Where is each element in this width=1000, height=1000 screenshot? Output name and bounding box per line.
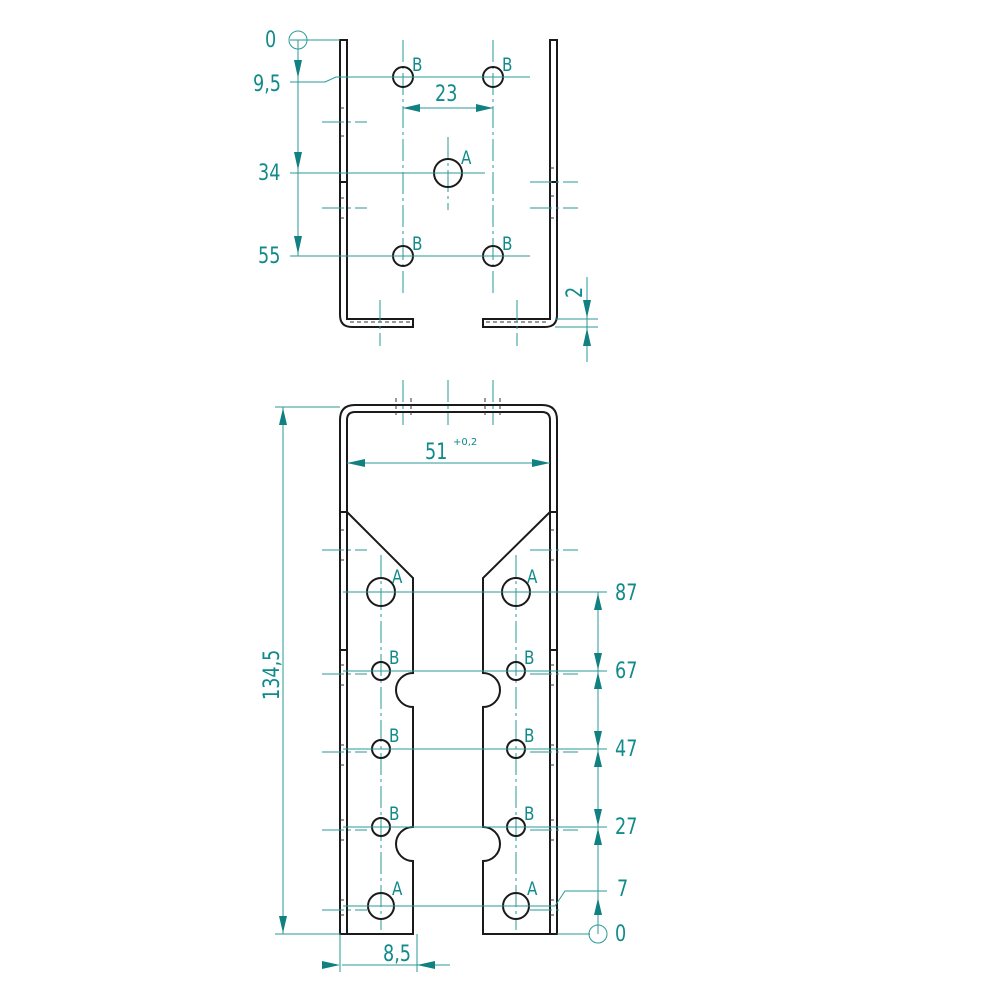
dim-27: 27 xyxy=(615,815,638,840)
dim-edge: 8,5 xyxy=(383,942,411,967)
hole-label: B xyxy=(389,647,400,669)
dim-origin-top: 0 xyxy=(265,28,277,53)
hole-label: B xyxy=(502,54,513,76)
hole-label: B xyxy=(389,803,400,825)
dim-87: 87 xyxy=(615,581,638,606)
dim-47: 47 xyxy=(615,737,638,762)
hole-label: A xyxy=(392,566,403,588)
dim-23: 23 xyxy=(435,82,458,107)
hole-label: B xyxy=(524,803,535,825)
hole-label: B xyxy=(502,233,513,255)
hole-label: B xyxy=(524,725,535,747)
hole-label: A xyxy=(527,566,538,588)
dim-width: 51 xyxy=(425,440,448,465)
dim-34: 34 xyxy=(258,161,281,186)
hole-label: A xyxy=(527,878,538,900)
dim-7: 7 xyxy=(617,877,629,902)
hole-label: A xyxy=(461,147,472,169)
dim-tolerance: +0,2 xyxy=(453,437,478,448)
hole-label: B xyxy=(412,54,423,76)
hole-label: A xyxy=(392,878,403,900)
hole-label: B xyxy=(412,233,423,255)
top-view xyxy=(288,30,598,362)
dim-origin-bottom: 0 xyxy=(615,922,627,947)
dim-height: 134,5 xyxy=(260,649,285,700)
dim-thickness: 2 xyxy=(563,286,588,298)
hole-label: B xyxy=(389,725,400,747)
dim-55: 55 xyxy=(258,244,281,269)
dim-67: 67 xyxy=(615,659,638,684)
hole-label: B xyxy=(524,647,535,669)
dim-9-5: 9,5 xyxy=(253,72,281,97)
bottom-view xyxy=(275,380,608,972)
